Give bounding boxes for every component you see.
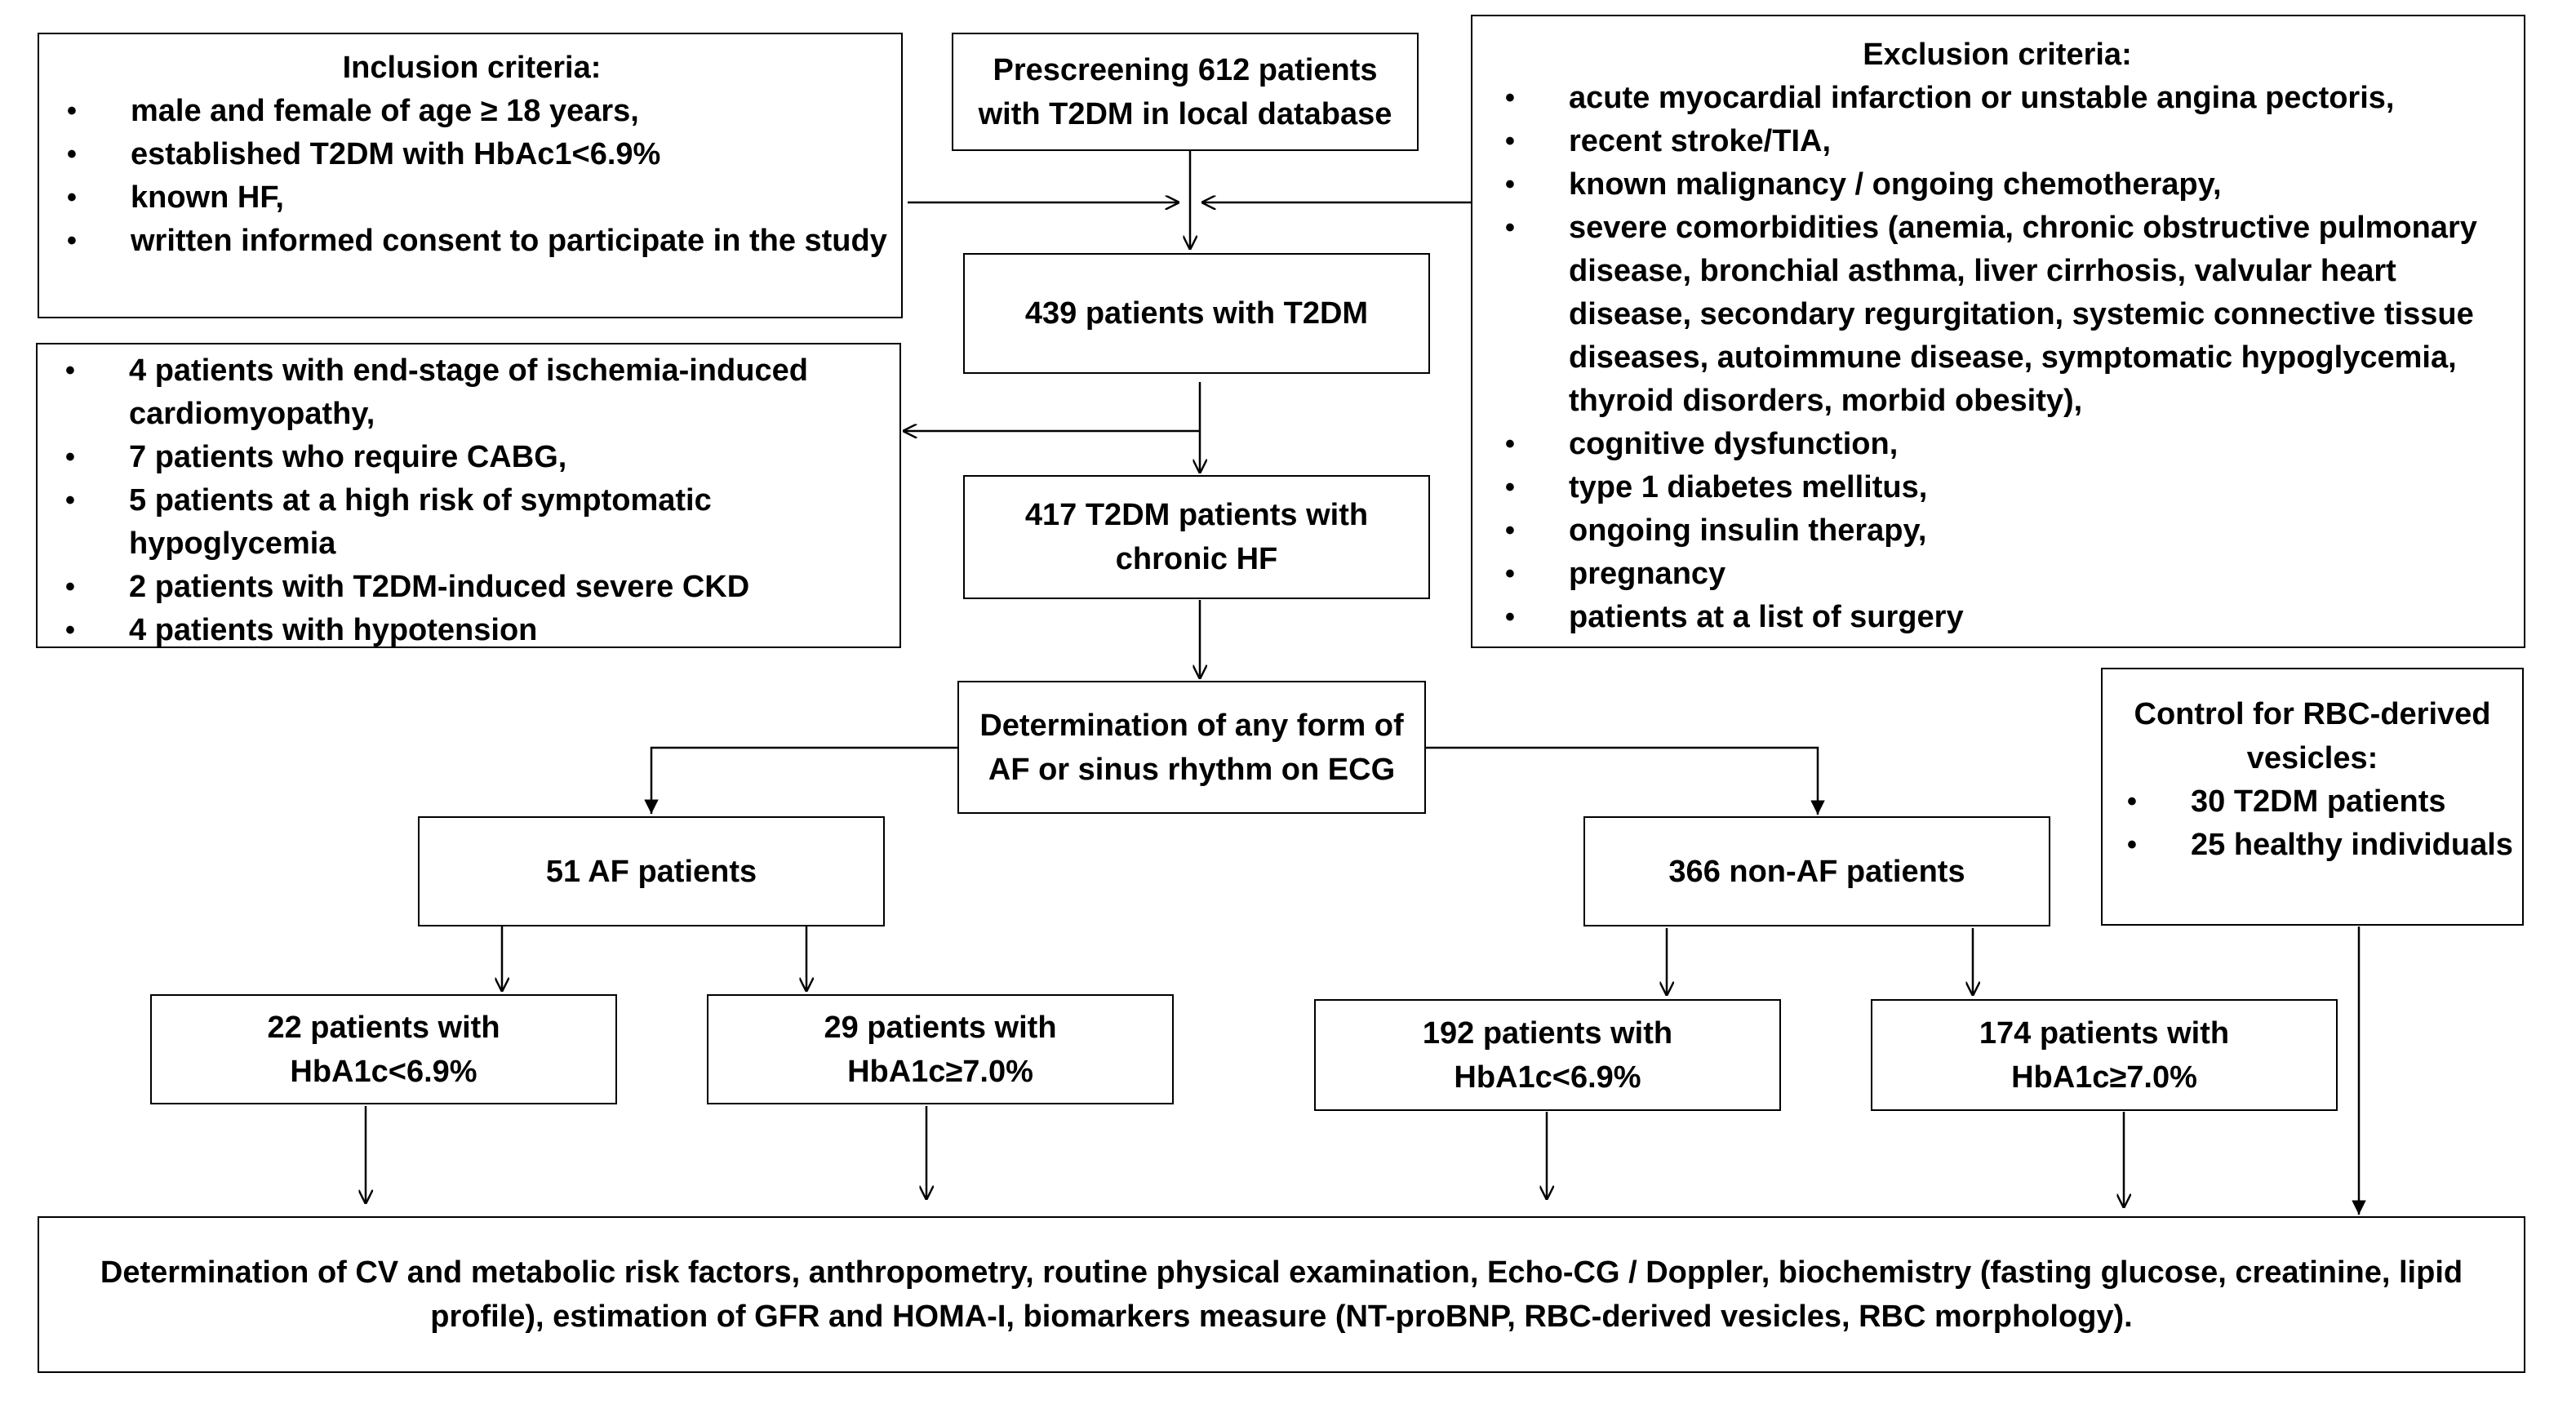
inclusion-criteria-box: Inclusion criteria: male and female of a… — [38, 33, 903, 318]
exclusion-item: known malignancy / ongoing chemotherapy, — [1487, 163, 2507, 207]
af-patients-box: 51 AF patients — [418, 816, 885, 926]
non-af-patients-box: 366 non-AF patients — [1583, 816, 2050, 926]
group-174-box: 174 patients with HbA1c≥7.0% — [1871, 999, 2338, 1111]
group-174-text: 174 patients with HbA1c≥7.0% — [1979, 1015, 2230, 1095]
exclusion-criteria-list: acute myocardial infarction or unstable … — [1487, 77, 2507, 639]
non-af-patients-text: 366 non-AF patients — [1668, 854, 1965, 889]
af-determination-box: Determination of any form of AF or sinus… — [957, 681, 1426, 814]
inclusion-item: established T2DM with HbAc1<6.9% — [49, 133, 895, 176]
final-assessment-box: Determination of CV and metabolic risk f… — [38, 1216, 2525, 1373]
prescreening-box: Prescreening 612 patients with T2DM in l… — [952, 33, 1419, 151]
excluded-item: 4 patients with end-stage of ischemia-in… — [47, 349, 893, 436]
patients-417-box: 417 T2DM patients with chronic HF — [963, 475, 1430, 599]
exclusion-item: severe comorbidities (anemia, chronic ob… — [1487, 207, 2507, 423]
group-22-text: 22 patients with HbA1c<6.9% — [267, 1010, 500, 1089]
inclusion-criteria-title: Inclusion criteria: — [342, 51, 602, 85]
arrow-to-nonaf — [1426, 746, 1825, 815]
exclusion-criteria-title: Exclusion criteria: — [1863, 38, 2132, 72]
exclusion-criteria-box: Exclusion criteria: acute myocardial inf… — [1471, 15, 2525, 648]
group-22-box: 22 patients with HbA1c<6.9% — [150, 994, 617, 1104]
patients-439-box: 439 patients with T2DM — [963, 253, 1430, 374]
af-determination-text: Determination of any form of AF or sinus… — [979, 708, 1404, 787]
exclusion-item: patients at a list of surgery — [1487, 596, 2507, 639]
inclusion-item: male and female of age ≥ 18 years, — [49, 90, 895, 133]
exclusion-item: ongoing insulin therapy, — [1487, 509, 2507, 553]
control-title: Control for RBC-derived vesicles: — [2134, 697, 2491, 775]
excluded-patients-box: 4 patients with end-stage of ischemia-in… — [36, 343, 901, 652]
exclusion-item: cognitive dysfunction, — [1487, 423, 2507, 466]
excluded-item: 2 patients with T2DM-induced severe CKD — [47, 566, 893, 609]
control-box: Control for RBC-derived vesicles: 30 T2D… — [2101, 668, 2524, 926]
group-29-text: 29 patients with HbA1c≥7.0% — [824, 1010, 1057, 1089]
excluded-patients-list: 4 patients with end-stage of ischemia-in… — [47, 349, 893, 652]
inclusion-item: known HF, — [49, 176, 895, 220]
group-29-box: 29 patients with HbA1c≥7.0% — [707, 994, 1174, 1104]
excluded-item: 4 patients with hypotension — [47, 609, 893, 652]
group-192-box: 192 patients with HbA1c<6.9% — [1314, 999, 1781, 1111]
excluded-item: 7 patients who require CABG, — [47, 436, 893, 479]
final-assessment-text: Determination of CV and metabolic risk f… — [100, 1255, 2463, 1334]
exclusion-item: type 1 diabetes mellitus, — [1487, 466, 2507, 509]
control-item: 25 healthy individuals — [2109, 824, 2516, 867]
group-192-text: 192 patients with HbA1c<6.9% — [1422, 1015, 1673, 1095]
excluded-item: 5 patients at a high risk of symptomatic… — [47, 479, 893, 566]
control-list: 30 T2DM patients 25 healthy individuals — [2109, 780, 2516, 867]
patients-417-text: 417 T2DM patients with chronic HF — [1024, 498, 1369, 576]
exclusion-item: recent stroke/TIA, — [1487, 120, 2507, 163]
prescreening-text: Prescreening 612 patients with T2DM in l… — [978, 52, 1392, 131]
exclusion-item: pregnancy — [1487, 553, 2507, 596]
patients-439-text: 439 patients with T2DM — [1024, 296, 1369, 331]
exclusion-item: acute myocardial infarction or unstable … — [1487, 77, 2507, 120]
control-item: 30 T2DM patients — [2109, 780, 2516, 824]
inclusion-criteria-list: male and female of age ≥ 18 years, estab… — [49, 90, 895, 263]
inclusion-item: written informed consent to participate … — [49, 220, 895, 263]
arrow-to-af — [644, 746, 957, 814]
af-patients-text: 51 AF patients — [545, 854, 757, 889]
